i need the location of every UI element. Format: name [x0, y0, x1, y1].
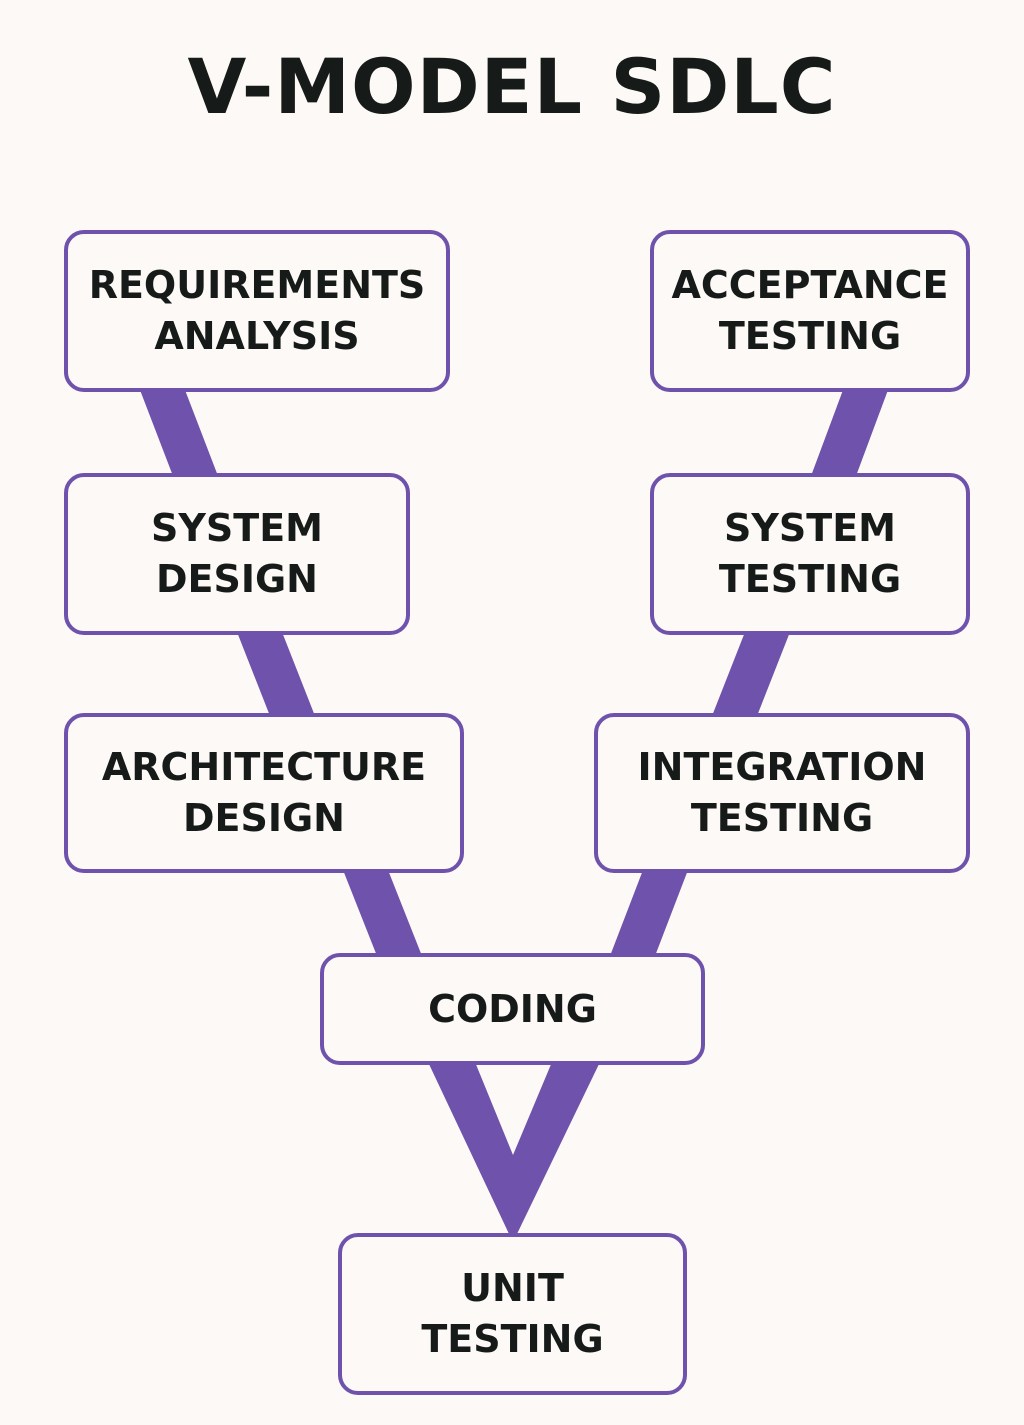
- phase-label: SYSTEM: [724, 506, 896, 550]
- phase-label: TESTING: [718, 557, 902, 601]
- phase-label: DESIGN: [155, 557, 318, 601]
- connector-acceptance-to-system-testing: [811, 390, 888, 476]
- phase-requirements-analysis: REQUIREMENTS ANALYSIS: [64, 230, 450, 392]
- phase-label: TESTING: [718, 314, 902, 358]
- phase-system-design: SYSTEM DESIGN: [64, 473, 410, 635]
- connector-coding-to-unit-testing: [428, 1062, 600, 1236]
- phase-label: TESTING: [421, 1317, 604, 1361]
- phase-label: INTEGRATION: [637, 745, 927, 789]
- phase-coding: CODING: [320, 953, 705, 1065]
- phase-label: ACCEPTANCE: [671, 263, 949, 307]
- connector-system-testing-to-integration: [712, 632, 790, 716]
- phase-system-testing: SYSTEM TESTING: [650, 473, 970, 635]
- phase-label: ARCHITECTURE: [101, 745, 427, 789]
- connector-requirements-to-system-design: [140, 390, 218, 476]
- connector-integration-to-coding: [610, 870, 688, 956]
- connector-architecture-to-coding: [343, 870, 422, 956]
- phase-label: CODING: [428, 986, 597, 1031]
- phase-label: TESTING: [690, 796, 874, 840]
- phase-acceptance-testing: ACCEPTANCE TESTING: [650, 230, 970, 392]
- phase-label: ANALYSIS: [154, 314, 360, 358]
- connector-system-design-to-architecture: [237, 632, 315, 716]
- phase-label: REQUIREMENTS: [88, 263, 426, 307]
- phase-label: UNIT: [461, 1266, 564, 1310]
- phase-label: DESIGN: [182, 796, 345, 840]
- phase-architecture-design: ARCHITECTURE DESIGN: [64, 713, 464, 873]
- phase-label: SYSTEM: [151, 506, 323, 550]
- diagram-title: V-MODEL SDLC: [187, 42, 837, 131]
- phase-integration-testing: INTEGRATION TESTING: [594, 713, 970, 873]
- phase-unit-testing: UNIT TESTING: [338, 1233, 687, 1395]
